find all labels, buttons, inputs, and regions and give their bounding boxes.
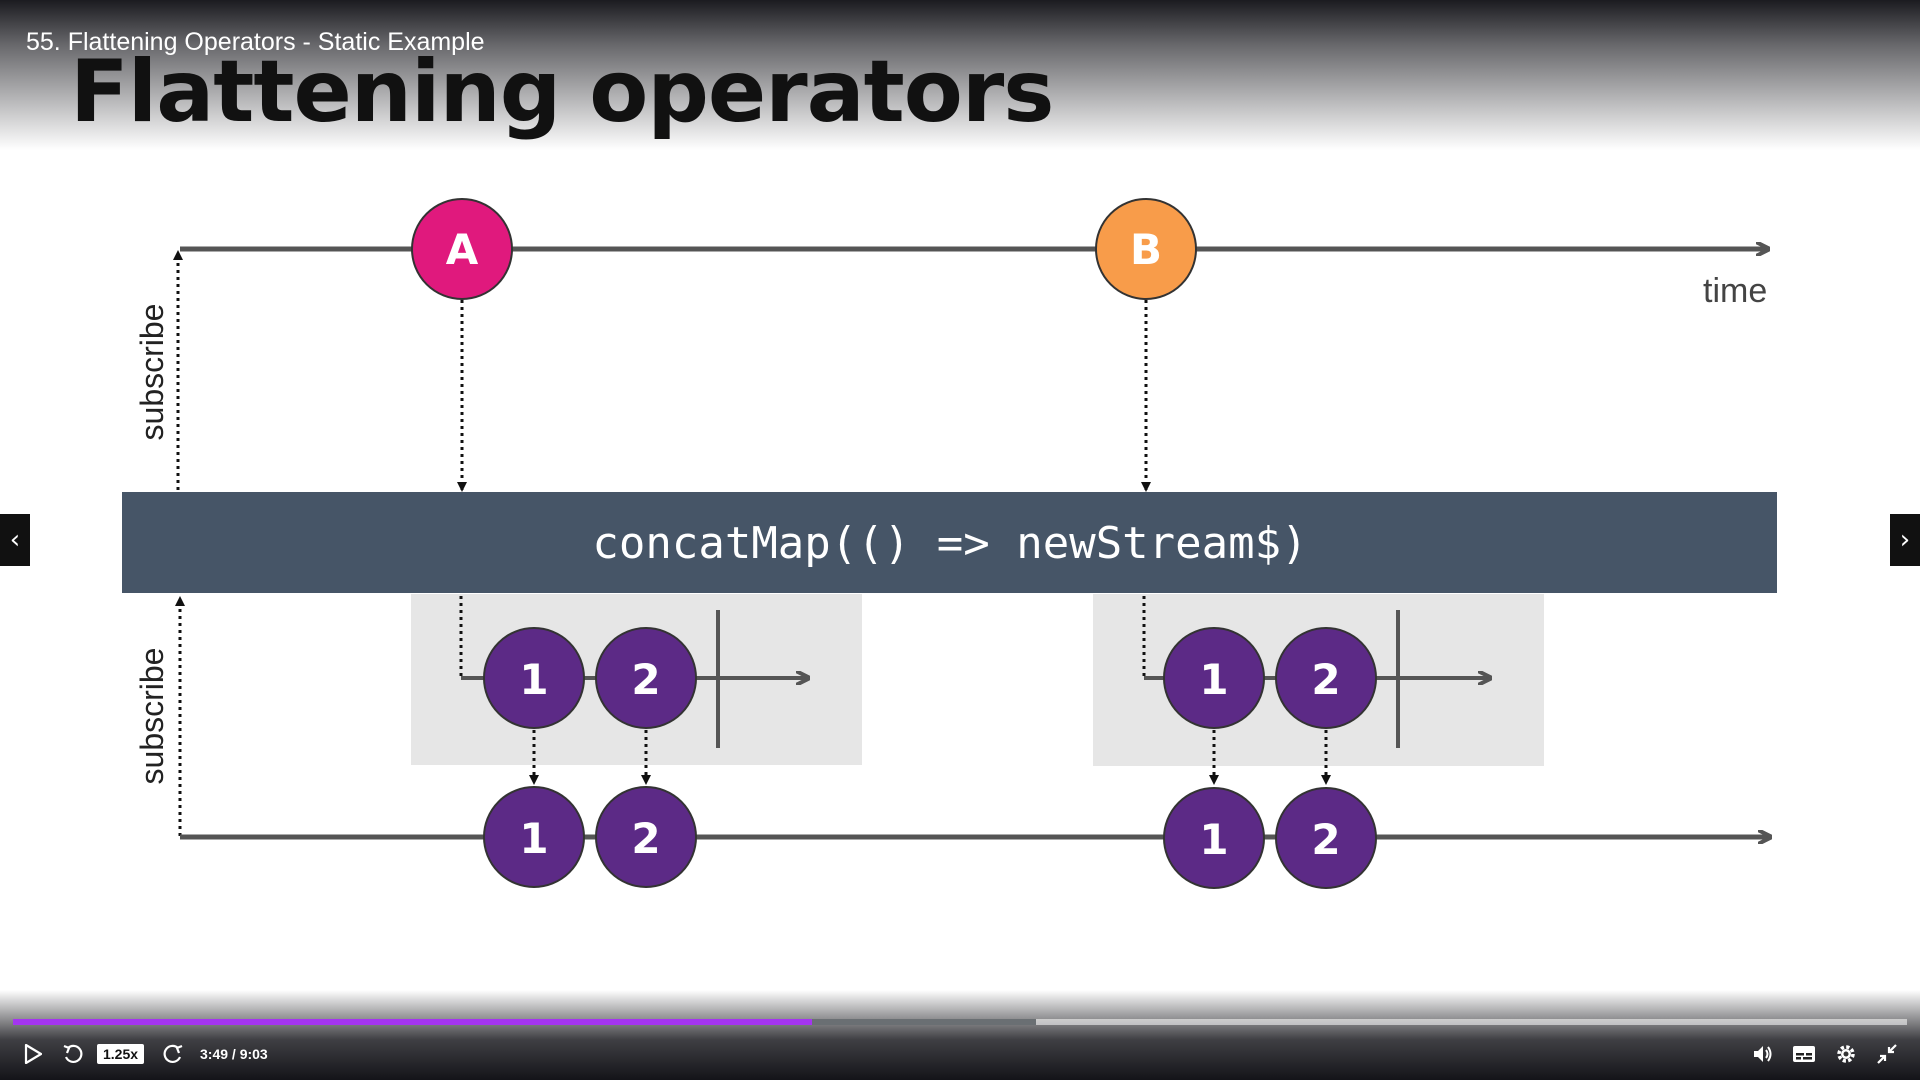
source-marble-b: B: [1095, 198, 1197, 300]
operator-label: concatMap(() => newStream$): [592, 518, 1307, 569]
chevron-left-icon: ‹: [9, 525, 21, 555]
source-marble-a: A: [411, 198, 513, 300]
source-marble-a-label: A: [446, 225, 479, 274]
time-label: time: [1703, 272, 1767, 310]
svg-text:2: 2: [631, 655, 660, 704]
svg-text:2: 2: [1311, 655, 1340, 704]
output-marble-1: 1: [483, 786, 585, 888]
subscribe-label-lower: subscribe: [134, 648, 170, 785]
lecture-title: 55. Flattening Operators - Static Exampl…: [26, 28, 485, 56]
captions-button[interactable]: [1789, 1036, 1819, 1072]
svg-text:1: 1: [1199, 815, 1228, 864]
svg-text:2: 2: [1311, 815, 1340, 864]
svg-text:1: 1: [519, 655, 548, 704]
svg-text:1: 1: [1199, 655, 1228, 704]
chevron-right-icon: ›: [1899, 525, 1911, 555]
play-icon: [24, 1044, 42, 1064]
source-marble-b-label: B: [1130, 225, 1162, 274]
rewind-5-icon: [63, 1044, 83, 1064]
inner-marble-1-2: 2: [595, 627, 697, 729]
output-marble-2: 2: [595, 786, 697, 888]
forward-5-icon: [163, 1044, 183, 1064]
inner-marble-2-1: 1: [1163, 627, 1265, 729]
slide-title: Flattening operators: [70, 42, 1054, 142]
time-display: 3:49 / 9:03: [200, 1046, 268, 1062]
play-button[interactable]: [18, 1036, 48, 1072]
svg-text:2: 2: [631, 814, 660, 863]
speed-button[interactable]: 1.25x: [97, 1044, 145, 1064]
exit-fullscreen-icon: [1877, 1044, 1897, 1064]
bottom-overlay: [0, 990, 1920, 1080]
forward-button[interactable]: [158, 1036, 188, 1072]
gear-icon: [1837, 1045, 1855, 1063]
top-overlay: [0, 0, 1920, 150]
settings-button[interactable]: [1831, 1036, 1861, 1072]
inner-marble-1-1: 1: [483, 627, 585, 729]
inner-marble-2-2: 2: [1275, 627, 1377, 729]
subscribe-label-upper: subscribe: [134, 304, 170, 441]
volume-icon: [1754, 1046, 1772, 1062]
prev-lecture-button[interactable]: ‹: [0, 514, 30, 566]
progress-bar[interactable]: [13, 1019, 1907, 1025]
output-marble-3: 1: [1163, 787, 1265, 889]
progress-played: [13, 1019, 813, 1025]
volume-button[interactable]: [1748, 1036, 1778, 1072]
rewind-button[interactable]: [58, 1036, 88, 1072]
captions-icon: [1793, 1046, 1815, 1062]
operator-box: [122, 492, 1777, 593]
output-marble-4: 2: [1275, 787, 1377, 889]
player-controls: 1.25x 3:49 / 9:03: [0, 1036, 1920, 1072]
fullscreen-button[interactable]: [1872, 1036, 1902, 1072]
svg-text:1: 1: [519, 814, 548, 863]
next-lecture-button[interactable]: ›: [1890, 514, 1920, 566]
